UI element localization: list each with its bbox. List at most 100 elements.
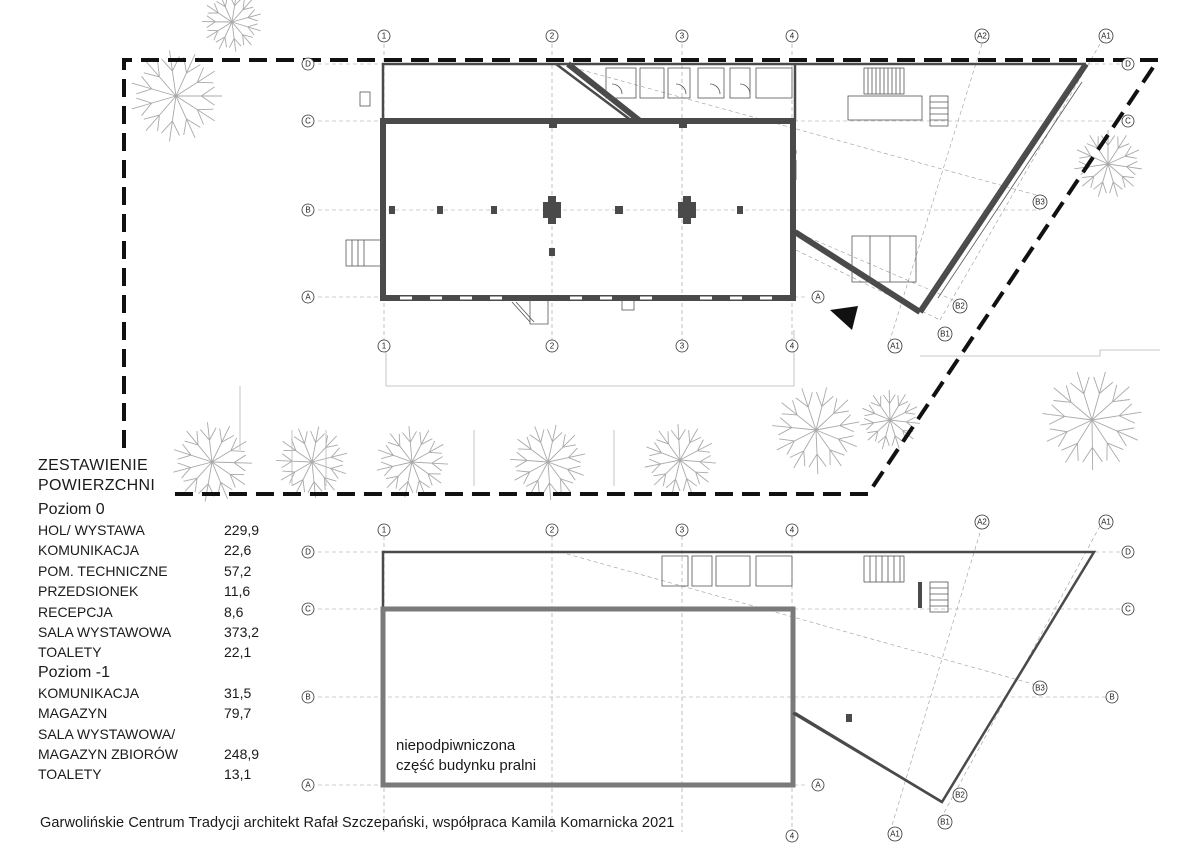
grid-axis-label: A2 bbox=[974, 514, 990, 530]
svg-text:B2: B2 bbox=[955, 302, 965, 311]
svg-text:A: A bbox=[305, 293, 311, 302]
note-line1: niepodpiwniczona bbox=[396, 737, 516, 754]
svg-text:B: B bbox=[305, 693, 310, 702]
grid-axis-label: 1 bbox=[377, 339, 391, 353]
tree-icon bbox=[201, 0, 262, 52]
svg-text:B1: B1 bbox=[940, 330, 950, 339]
grid-axis-label: C bbox=[1121, 602, 1135, 616]
tree-icon bbox=[131, 50, 222, 142]
area-label: KOMUNIKACJA bbox=[38, 684, 140, 701]
svg-text:4: 4 bbox=[790, 832, 795, 841]
area-value: 8,6 bbox=[224, 603, 244, 620]
svg-text:A1: A1 bbox=[1101, 518, 1111, 527]
grid-axis-label: 4 bbox=[785, 29, 799, 43]
grid-axis-label: 2 bbox=[545, 29, 559, 43]
area-value: 57,2 bbox=[224, 562, 252, 579]
area-value: 373,2 bbox=[224, 624, 260, 641]
unbasemented-note: niepodpiwniczona część budynku pralni bbox=[396, 736, 536, 776]
entrance-arrow-icon bbox=[830, 306, 858, 330]
area-value: 31,5 bbox=[224, 684, 252, 701]
svg-text:C: C bbox=[1125, 605, 1131, 614]
tree-icon bbox=[173, 422, 252, 502]
grid-axis-label: C bbox=[301, 114, 315, 128]
svg-text:B1: B1 bbox=[940, 818, 950, 827]
svg-text:C: C bbox=[1125, 117, 1131, 126]
area-label: SALA WYSTAWOWA/ bbox=[38, 725, 176, 742]
trees-layer bbox=[131, 0, 1142, 502]
site-lines bbox=[239, 330, 1160, 486]
svg-text:A: A bbox=[305, 781, 311, 790]
area-value: 229,9 bbox=[224, 522, 260, 538]
area-label: SALA WYSTAWOWA bbox=[38, 624, 172, 641]
area-value: 248,9 bbox=[224, 746, 260, 763]
svg-text:A1: A1 bbox=[890, 342, 900, 351]
grid-axis-label: A1 bbox=[887, 338, 903, 354]
area-value: 79,7 bbox=[224, 705, 252, 722]
grid-axis-label: 1 bbox=[377, 523, 391, 537]
svg-text:A2: A2 bbox=[977, 518, 987, 527]
tree-icon bbox=[860, 389, 920, 450]
grid-axis-label: C bbox=[1121, 114, 1135, 128]
grid-axis-label: 4 bbox=[785, 829, 799, 843]
svg-text:A: A bbox=[815, 781, 821, 790]
svg-text:3: 3 bbox=[680, 526, 685, 535]
grid-axis-label: 1 bbox=[377, 29, 391, 43]
site-boundary bbox=[122, 58, 1162, 496]
note-line2: część budynku pralni bbox=[396, 757, 537, 774]
grid-axis-label: 2 bbox=[545, 523, 559, 537]
svg-text:3: 3 bbox=[680, 32, 685, 41]
credits-footer: Garwolińskie Centrum Tradycji architekt … bbox=[40, 815, 675, 831]
grid-axis-label: B1 bbox=[937, 814, 953, 830]
svg-text:A1: A1 bbox=[1101, 32, 1111, 41]
grid-axis-label: B bbox=[1105, 690, 1119, 704]
svg-text:D: D bbox=[1125, 60, 1131, 69]
area-value: 22,6 bbox=[224, 542, 252, 559]
area-label: RECEPCJA bbox=[38, 603, 113, 620]
level-name: Poziom 0 bbox=[38, 501, 105, 518]
plan-level-0 bbox=[345, 61, 1089, 330]
area-summary: ZESTAWIENIE POWIERZCHNI Poziom 0 HOL/ WY… bbox=[38, 456, 288, 785]
grid-axis-label: A1 bbox=[1098, 514, 1114, 530]
svg-text:2: 2 bbox=[550, 32, 555, 41]
tree-icon bbox=[644, 424, 716, 496]
svg-text:B: B bbox=[305, 206, 310, 215]
grid-axis-label: A bbox=[811, 778, 825, 792]
grid-axis-label: A1 bbox=[1098, 28, 1114, 44]
tree-icon bbox=[1042, 371, 1142, 471]
grid-axis-label: 4 bbox=[785, 523, 799, 537]
grid-axis-label: 3 bbox=[675, 523, 689, 537]
grid-axis-label: D bbox=[1121, 545, 1135, 559]
svg-text:2: 2 bbox=[550, 342, 555, 351]
area-label: TOALETY bbox=[38, 644, 102, 661]
grid-axis-label: B2 bbox=[952, 298, 968, 314]
grid-axis-label: B bbox=[301, 203, 315, 217]
grid-axis-label: A bbox=[301, 290, 315, 304]
grid-axis-label: B bbox=[301, 690, 315, 704]
grid-axis-label: B1 bbox=[937, 326, 953, 342]
grid-axis-label: A1 bbox=[887, 826, 903, 842]
grid-axis-label: A bbox=[301, 778, 315, 792]
grid-axis-label: D bbox=[301, 545, 315, 559]
summary-heading-line2: POWIERZCHNI bbox=[38, 477, 156, 494]
grid-axis-label: C bbox=[301, 602, 315, 616]
area-label: TOALETY bbox=[38, 766, 102, 783]
level-name: Poziom -1 bbox=[38, 663, 111, 681]
svg-text:1: 1 bbox=[382, 526, 387, 535]
svg-text:A: A bbox=[815, 293, 821, 302]
svg-text:1: 1 bbox=[382, 32, 387, 41]
tree-icon bbox=[376, 426, 448, 498]
svg-text:4: 4 bbox=[790, 32, 795, 41]
tree-icon bbox=[510, 424, 586, 500]
svg-text:A2: A2 bbox=[977, 32, 987, 41]
svg-text:D: D bbox=[305, 60, 311, 69]
grid-axis-label: D bbox=[301, 57, 315, 71]
